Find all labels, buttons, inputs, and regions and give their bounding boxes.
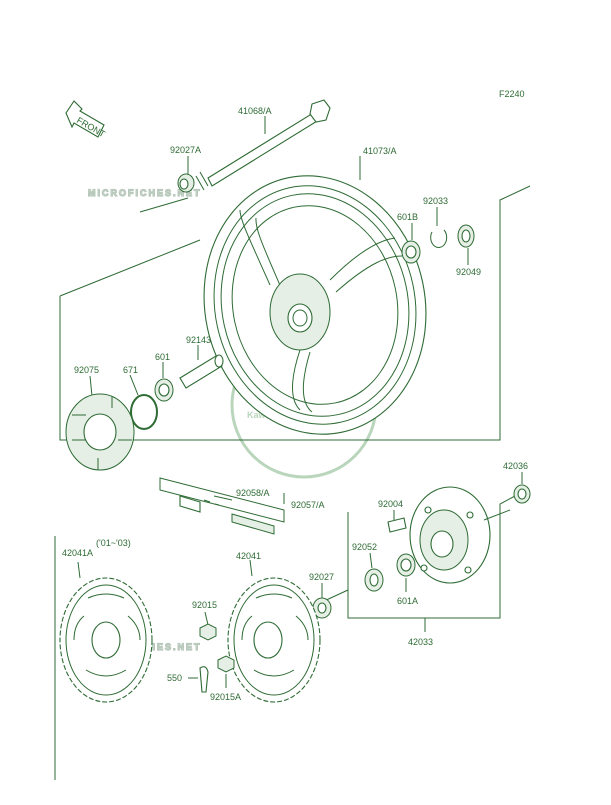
label-92027A: 92027A [170, 145, 201, 155]
spacer-92027 [312, 583, 332, 619]
figure-code: F2240 [499, 89, 525, 99]
label-601A: 601A [397, 596, 418, 606]
collar-92143 [179, 345, 224, 389]
watermark-top: MICROFICHES.NET [88, 188, 202, 198]
spacer-92027A [177, 156, 195, 193]
frame-diag [59, 239, 201, 297]
nut-92015 [199, 611, 235, 688]
label-92052: 92052 [352, 542, 377, 552]
oring-671 [129, 374, 158, 430]
label-42041A: 42041A [62, 548, 93, 558]
sprocket-hub-42033 [409, 486, 511, 584]
circlip-92033 [430, 207, 448, 248]
axle [195, 99, 331, 191]
label-671: 671 [123, 365, 138, 375]
pin-550 [188, 666, 209, 693]
label-42041: 42041 [236, 551, 261, 561]
damper-92075 [65, 375, 135, 471]
part-labels: 41068/A 92027A 41073/A 92033 601B 92049 … [62, 106, 528, 702]
bearing-601 [154, 362, 174, 402]
label-42036: 42036 [503, 461, 528, 471]
chain-link [159, 477, 285, 535]
collar-42036 [513, 472, 531, 504]
label-92143: 92143 [186, 335, 211, 345]
label-41068A: 41068/A [238, 106, 272, 116]
front-arrow-icon: FRONT [65, 100, 107, 139]
upper-frame [59, 185, 531, 441]
label-92015A: 92015A [210, 692, 241, 702]
stud-92004 [387, 510, 407, 533]
label-41073A: 41073/A [363, 146, 397, 156]
label-601B: 601B [397, 212, 418, 222]
label-92075: 92075 [74, 365, 99, 375]
label-92058A: 92058/A [236, 488, 270, 498]
label-92033: 92033 [423, 196, 448, 206]
label-92004: 92004 [378, 499, 403, 509]
sprocket-42041 [227, 559, 321, 703]
bearing-601B [401, 223, 421, 264]
wheel-rim [203, 175, 427, 435]
label-years: ('01~'03) [96, 538, 131, 548]
label-92057A: 92057/A [291, 500, 325, 510]
label-42033: 42033 [408, 637, 433, 647]
label-601: 601 [155, 352, 170, 362]
seal-92052 [364, 552, 384, 592]
sprocket-42041A [59, 561, 153, 703]
hub-frame [347, 495, 516, 619]
label-92049: 92049 [456, 267, 481, 277]
label-92015: 92015 [192, 600, 217, 610]
seal-92049 [457, 224, 475, 265]
label-550: 550 [167, 673, 182, 683]
bearing-601A [396, 553, 416, 592]
label-92027: 92027 [309, 572, 334, 582]
